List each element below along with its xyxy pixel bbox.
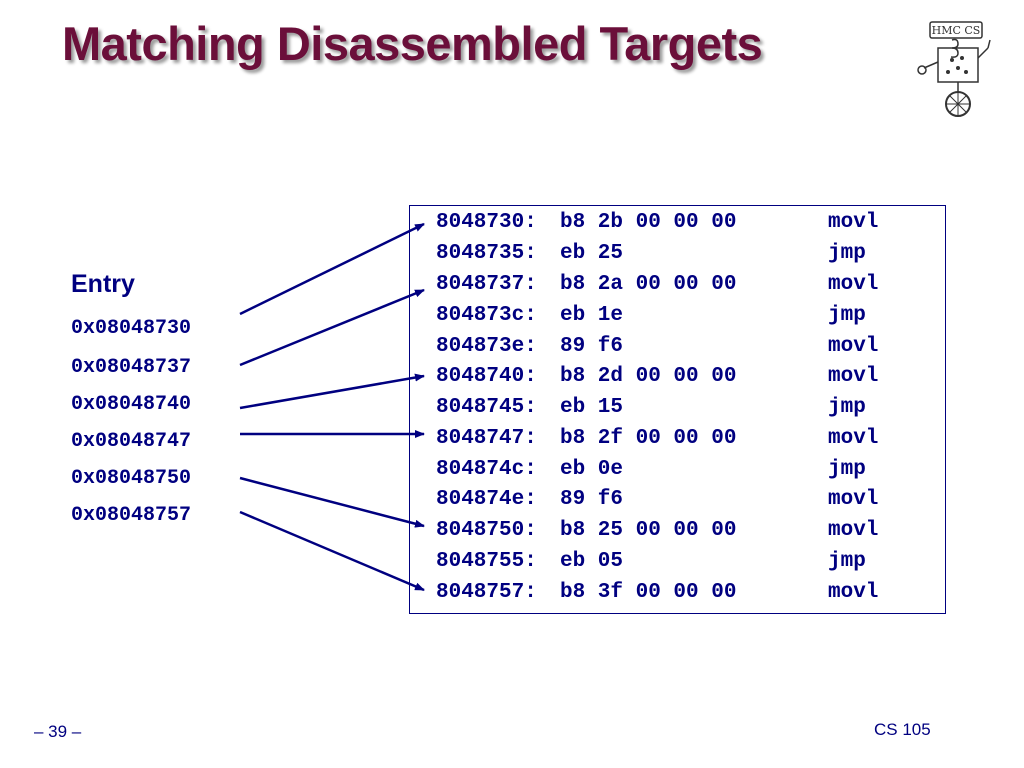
code-bytes: b8 2a 00 00 00 <box>560 273 737 296</box>
code-line: 8048740: b8 2d 00 00 00 movl <box>436 365 916 393</box>
code-address: 8048747: <box>436 427 537 450</box>
code-opcode: movl <box>828 211 879 234</box>
code-opcode: movl <box>828 427 879 450</box>
entry-address-4: 0x08048750 <box>71 467 192 490</box>
code-bytes: b8 3f 00 00 00 <box>560 581 737 604</box>
entry-address-1: 0x08048737 <box>71 356 192 379</box>
code-address: 8048735: <box>436 242 537 265</box>
code-line: 8048745: eb 15 jmp <box>436 396 916 424</box>
code-address: 804873c: <box>436 304 537 327</box>
code-opcode: jmp <box>828 242 866 265</box>
code-opcode: movl <box>828 581 879 604</box>
logo-text: HMC CS <box>932 24 981 37</box>
code-bytes: 89 f6 <box>560 335 624 358</box>
disassembly-box <box>409 205 946 614</box>
code-line: 804874c: eb 0e jmp <box>436 458 916 486</box>
code-line: 804873e: 89 f6 movl <box>436 335 916 363</box>
code-address: 804874c: <box>436 458 537 481</box>
code-bytes: eb 0e <box>560 458 624 481</box>
code-line: 8048730: b8 2b 00 00 00 movl <box>436 211 916 239</box>
code-opcode: movl <box>828 519 879 542</box>
arrow-to-8048730 <box>239 222 425 316</box>
code-bytes: eb 05 <box>560 550 624 573</box>
code-address: 8048730: <box>436 211 537 234</box>
code-opcode: jmp <box>828 304 866 327</box>
code-address: 8048750: <box>436 519 537 542</box>
code-bytes: eb 15 <box>560 396 624 419</box>
code-bytes: b8 2f 00 00 00 <box>560 427 737 450</box>
code-opcode: jmp <box>828 396 866 419</box>
code-opcode: movl <box>828 335 879 358</box>
code-address: 8048757: <box>436 581 537 604</box>
code-address: 8048737: <box>436 273 537 296</box>
code-line: 8048735: eb 25 jmp <box>436 242 916 270</box>
code-line: 8048737: b8 2a 00 00 00 movl <box>436 273 916 301</box>
code-bytes: b8 2d 00 00 00 <box>560 365 737 388</box>
entry-heading: Entry <box>71 270 135 298</box>
code-line: 8048750: b8 25 00 00 00 movl <box>436 519 916 547</box>
code-line: 8048757: b8 3f 00 00 00 movl <box>436 581 916 609</box>
course-label: CS 105 <box>874 720 931 739</box>
code-line: 804873c: eb 1e jmp <box>436 304 916 332</box>
code-bytes: b8 2b 00 00 00 <box>560 211 737 234</box>
arrow-to-8048740 <box>239 373 425 410</box>
code-bytes: eb 25 <box>560 242 624 265</box>
code-opcode: movl <box>828 273 879 296</box>
arrow-to-8048750 <box>239 476 425 528</box>
code-bytes: eb 1e <box>560 304 624 327</box>
code-address: 8048745: <box>436 396 537 419</box>
code-line: 804874e: 89 f6 movl <box>436 488 916 516</box>
slide-number: – 39 – <box>34 722 82 741</box>
code-opcode: jmp <box>828 458 866 481</box>
hmc-cs-robot-logo-icon: HMC CS <box>917 21 991 117</box>
arrow-to-8048737 <box>239 288 425 367</box>
code-address: 8048740: <box>436 365 537 388</box>
entry-address-0: 0x08048730 <box>71 317 192 340</box>
code-opcode: movl <box>828 488 879 511</box>
code-line: 8048755: eb 05 jmp <box>436 550 916 578</box>
entry-address-3: 0x08048747 <box>71 430 192 453</box>
code-bytes: 89 f6 <box>560 488 624 511</box>
code-address: 804873e: <box>436 335 537 358</box>
code-opcode: jmp <box>828 550 866 573</box>
entry-address-5: 0x08048757 <box>71 504 192 527</box>
code-line: 8048747: b8 2f 00 00 00 movl <box>436 427 916 455</box>
entry-address-2: 0x08048740 <box>71 393 192 416</box>
slide-title: Matching Disassembled Targets <box>62 17 763 70</box>
code-bytes: b8 25 00 00 00 <box>560 519 737 542</box>
arrow-to-8048757 <box>239 510 425 592</box>
code-opcode: movl <box>828 365 879 388</box>
code-address: 8048755: <box>436 550 537 573</box>
code-address: 804874e: <box>436 488 537 511</box>
